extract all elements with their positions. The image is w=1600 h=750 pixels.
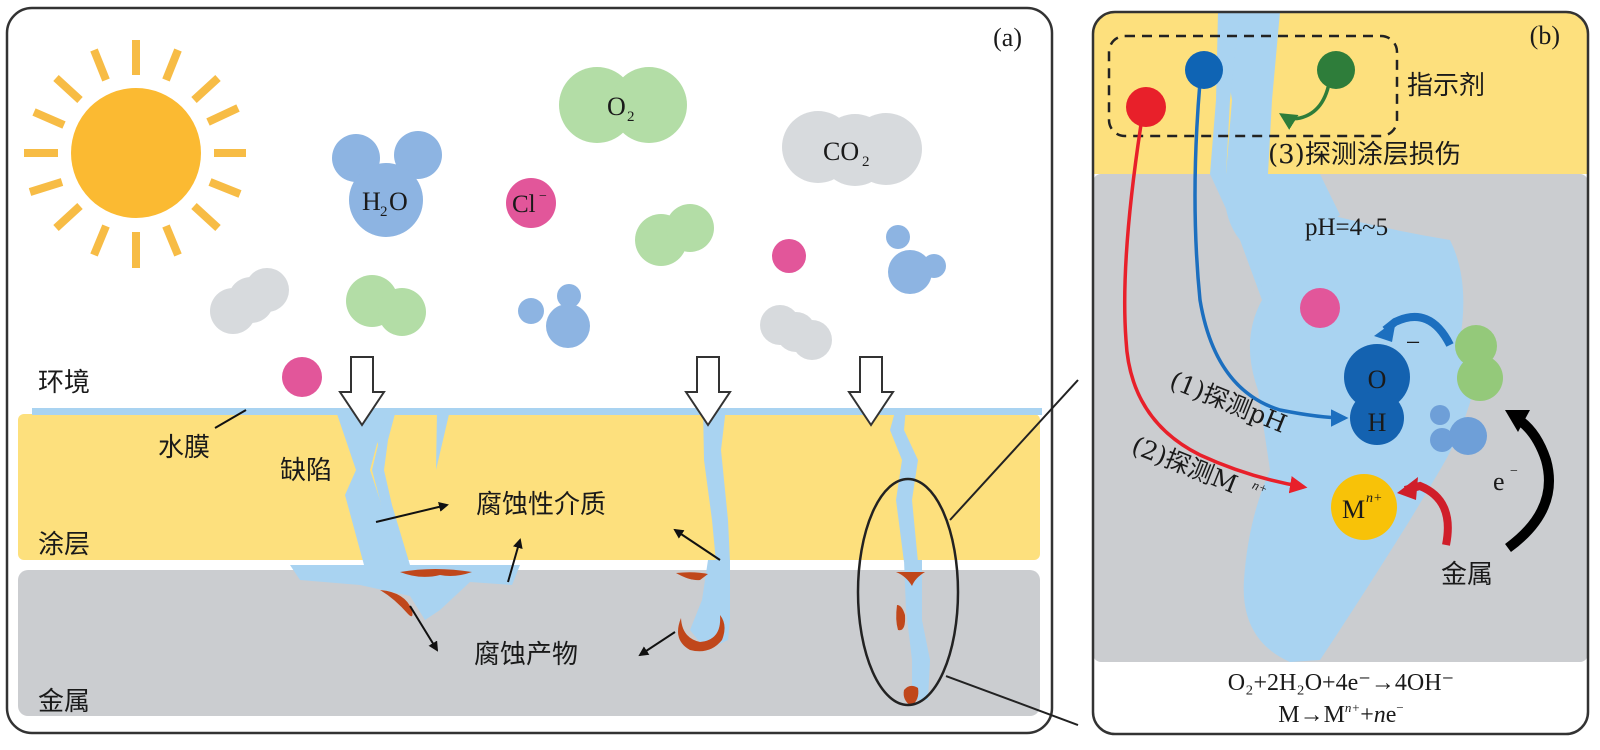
hydroxide-ion: O H −: [1344, 328, 1420, 445]
hydroxide-charge: −: [1406, 328, 1421, 357]
annotation-lines: [214, 409, 721, 657]
co2-sub: 2: [862, 154, 870, 170]
zoom-region-ellipse: [856, 477, 960, 707]
hydroxide-o: O: [1368, 365, 1387, 394]
o2-label: O: [607, 92, 626, 121]
equation-anodic: M→Mn++ne−: [1278, 700, 1404, 728]
water-channel: [1218, 12, 1480, 662]
down-arrow-icon: [338, 356, 386, 427]
h2o-small-molecule: [518, 284, 590, 348]
label-environment: 环境: [38, 368, 90, 398]
metal-layer: [18, 570, 1040, 716]
label-corrosion-product: 腐蚀产物: [474, 640, 578, 670]
o2-molecule: O 2: [559, 67, 687, 143]
sun-icon: [24, 40, 246, 268]
coating-layer: [18, 414, 1040, 560]
indicator-red: [1126, 87, 1166, 127]
coating-layer-b: [1093, 12, 1588, 174]
cl-charge: −: [539, 189, 547, 204]
h2o-label-h: H: [362, 187, 381, 216]
panel-b-frame: [1091, 10, 1590, 736]
probe-line-red: [1122, 117, 1308, 494]
o2-molecule-b: [1455, 325, 1503, 401]
electron-flow-arrow-icon: [1505, 413, 1554, 553]
water-film: [32, 408, 1042, 415]
panel-b: (b) 指示剂 (3)探测涂层损伤 pH=4~5: [1091, 10, 1590, 736]
label-indicator: 指示剂: [1407, 71, 1485, 101]
metal-ion-charge: n+: [1366, 491, 1382, 506]
o2-sub: 2: [627, 109, 635, 125]
indicator-blue: [1185, 51, 1223, 89]
down-arrow-icon: [847, 356, 895, 427]
label-defect: 缺陷: [280, 456, 332, 486]
panel-b-label: (b): [1530, 21, 1560, 50]
h2o-small-molecule-2: [886, 225, 946, 294]
co2-small-molecule: [210, 268, 289, 334]
h2o-molecule: H 2 O: [332, 131, 442, 237]
down-arrow-icon: [684, 356, 732, 427]
metal-ion-label: M: [1342, 495, 1365, 524]
equation-cathodic: O₂+2H₂O+4e⁻→4OH⁻: [1228, 670, 1454, 696]
indicator-green: [1317, 51, 1355, 89]
h2o-label-o: O: [389, 187, 408, 216]
penetration-arrows: [338, 356, 895, 427]
defect-3: [866, 408, 930, 700]
corrosion-products: [380, 569, 925, 706]
zoom-connector-bottom: [945, 675, 1079, 726]
defect-1: [290, 408, 520, 620]
svg-text:n+: n+: [1250, 477, 1270, 497]
label-metal: 金属: [38, 687, 90, 717]
indicator-box: [1107, 34, 1399, 138]
panel-a: (a): [5, 6, 1079, 735]
label-water-film: 水膜: [158, 433, 210, 463]
co2-label: CO: [823, 137, 859, 166]
panel-a-label: (a): [993, 23, 1022, 52]
h2o-molecule-b: [1430, 405, 1487, 455]
electron-charge: −: [1510, 464, 1518, 479]
cl-label: Cl: [512, 191, 536, 218]
h2o-label-sub: 2: [380, 204, 388, 220]
label-ph-value: pH=4~5: [1305, 214, 1388, 241]
zoom-connector-top: [949, 379, 1079, 521]
hydroxide-h: H: [1368, 408, 1387, 437]
electron-label: e: [1493, 467, 1505, 496]
metal-ion: M n+: [1331, 474, 1397, 540]
co2-molecule: CO 2: [782, 111, 922, 186]
chloride-ion-b: [1300, 288, 1340, 328]
label-detect-coating-damage: (3)探测涂层损伤: [1268, 140, 1461, 170]
chloride-ion-small-2: [282, 357, 322, 397]
co2-small-molecule-2: [760, 305, 832, 360]
o2-small-molecule: [346, 275, 426, 336]
chloride-ion-small: [772, 239, 806, 273]
label-corrosive-medium: 腐蚀性介质: [476, 490, 606, 520]
label-metal-b: 金属: [1441, 560, 1493, 590]
o2-small-molecule-2: [635, 204, 714, 266]
dissolution-arrow-icon: [1403, 481, 1452, 546]
probe-line-green: [1279, 77, 1332, 130]
probe-line-blue: [1193, 81, 1349, 427]
chloride-ion: Cl −: [506, 178, 556, 228]
label-coating: 涂层: [38, 530, 90, 560]
